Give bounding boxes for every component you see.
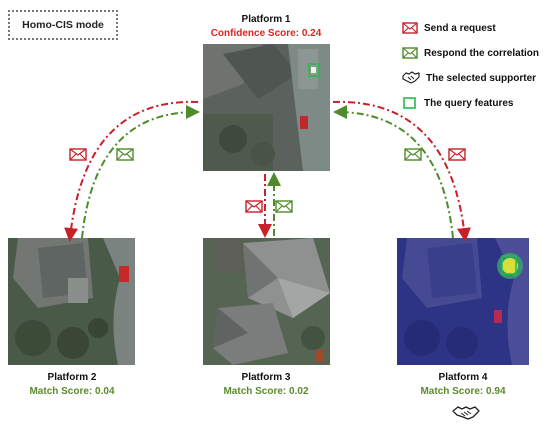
legend-item-supporter: The selected supporter: [402, 68, 539, 88]
arrow-request-p1-to-p2: [64, 100, 199, 242]
legend-item-respond: Respond the correlation: [402, 43, 539, 63]
platform-3-image: [203, 238, 330, 365]
platform-2-match-score: Match Score: 0.04: [29, 386, 115, 397]
envelope-icon: [402, 22, 418, 34]
legend-item-query: The query features: [402, 93, 539, 113]
envelope-icon: [245, 200, 263, 213]
platform-1-title: Platform 1: [241, 14, 291, 25]
platform-4-match-score: Match Score: 0.94: [420, 386, 506, 397]
legend-query-label: The query features: [424, 97, 514, 109]
platform-3-match-score: Match Score: 0.02: [223, 386, 309, 397]
arrow-request-p1-to-p4: [332, 100, 471, 242]
platform-2-title: Platform 2: [47, 372, 97, 383]
platform-4-title: Platform 4: [438, 372, 488, 383]
platform-4-image: [397, 238, 529, 365]
legend-send-label: Send a request: [424, 22, 496, 34]
handshake-icon: [452, 406, 480, 420]
envelope-icon: [402, 47, 418, 59]
envelope-icon: [404, 148, 422, 161]
mode-box: Homo-CIS mode: [8, 10, 118, 40]
envelope-icon: [116, 148, 134, 161]
legend-item-send: Send a request: [402, 18, 539, 38]
platform-3-title: Platform 3: [241, 372, 291, 383]
legend: Send a request Respond the correlation T…: [402, 18, 539, 113]
envelope-icon: [448, 148, 466, 161]
envelope-icon: [69, 148, 87, 161]
envelope-icon: [275, 200, 293, 213]
platform-1-confidence-score: Confidence Score: 0.24: [210, 28, 322, 39]
legend-respond-label: Respond the correlation: [424, 47, 540, 59]
legend-supporter-label: The selected supporter: [426, 72, 537, 84]
arrow-respond-p2-to-p1: [81, 105, 200, 239]
platform-1-image: [203, 44, 330, 171]
mode-label: Homo-CIS mode: [22, 19, 104, 31]
arrow-respond-p4-to-p1: [333, 105, 454, 239]
handshake-icon: [402, 71, 420, 84]
query-box-icon: [403, 97, 416, 109]
platform-2-image: [8, 238, 135, 365]
